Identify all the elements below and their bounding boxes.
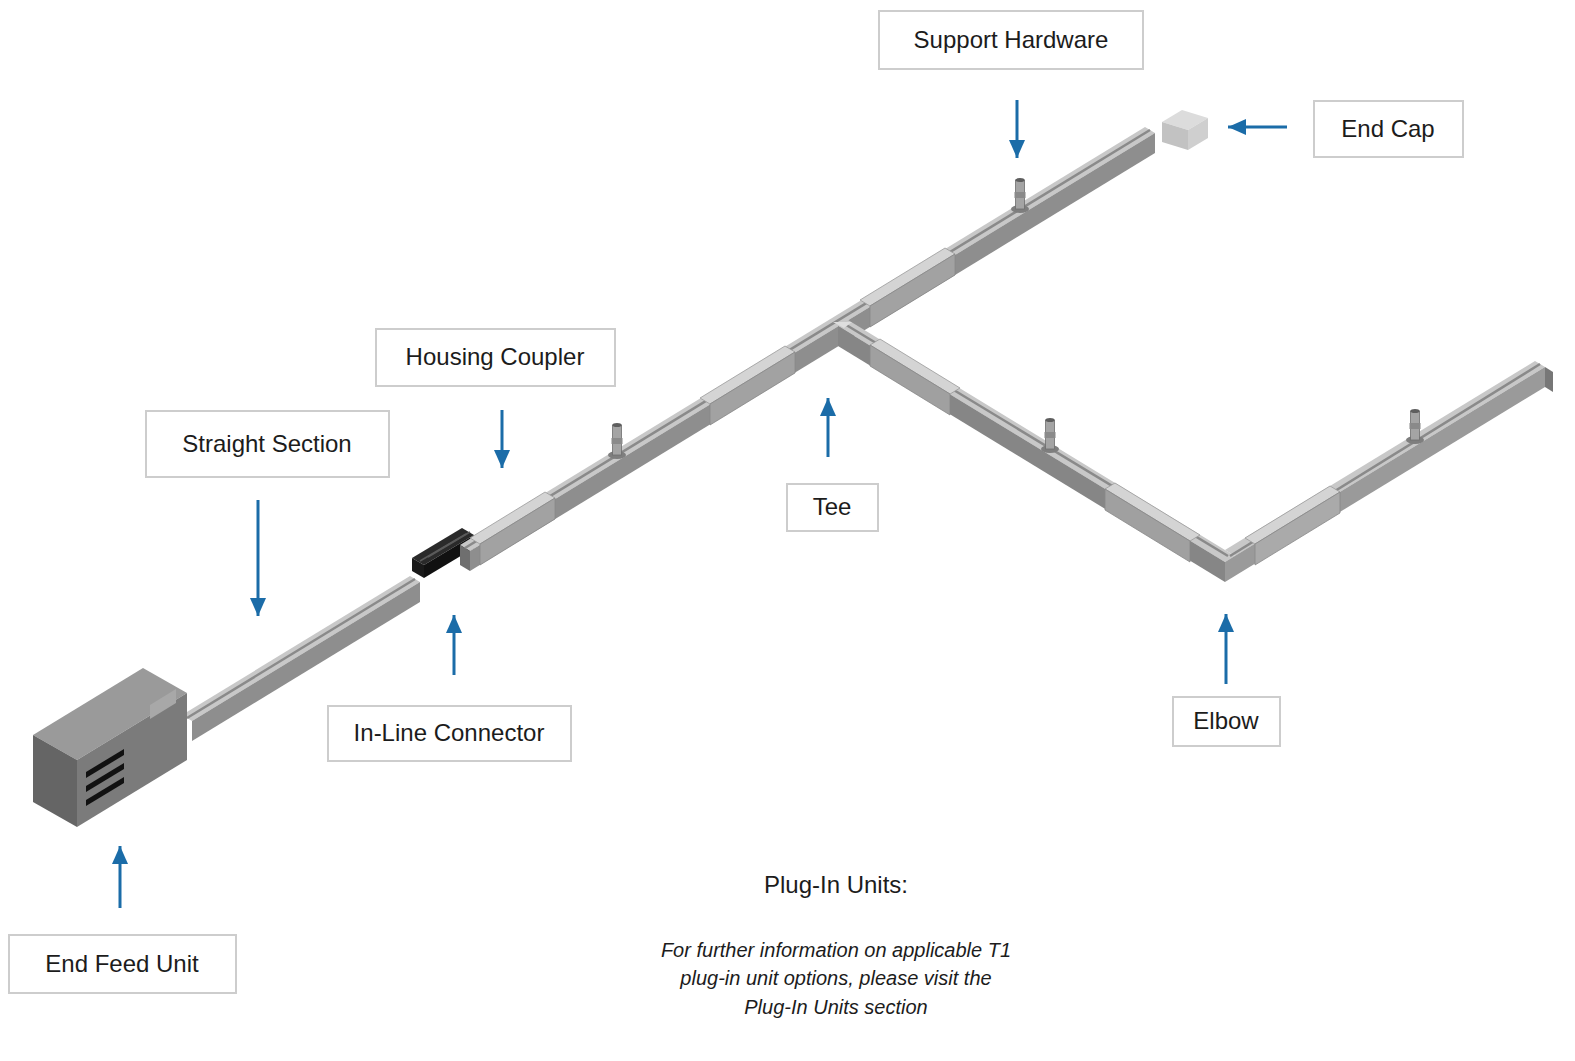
callout-label: Housing Coupler [406, 343, 585, 372]
coupler-side [1255, 492, 1340, 565]
connector-end [412, 558, 424, 578]
leader-arrow [501, 410, 504, 468]
bar-side [838, 326, 1225, 582]
feed-busbar [86, 749, 124, 778]
leader-arrow [453, 615, 456, 675]
pin-nut [612, 438, 623, 444]
connector-ridge [420, 534, 466, 561]
pin-nut [1410, 423, 1421, 429]
feed-busbar [86, 763, 124, 792]
callout-box: End Cap [1313, 100, 1464, 158]
leader-arrow [827, 398, 830, 457]
callout-box: Tee [786, 483, 879, 532]
leader-arrow [1016, 100, 1019, 158]
coupler-side [870, 254, 955, 327]
pin-top [1016, 178, 1025, 182]
bar-slot [1230, 364, 1540, 556]
leader-arrow [1225, 614, 1228, 684]
pin-nut [1015, 192, 1026, 198]
feed-box-side [33, 735, 77, 827]
bar-top [838, 320, 1235, 562]
feed-box-front [77, 693, 187, 827]
coupler-side [480, 498, 555, 565]
section-heading: Plug-In Units: [656, 871, 1016, 900]
leader-arrow [119, 846, 122, 908]
coupler-side [870, 345, 950, 415]
coupler-side [710, 352, 795, 425]
callout-label: Straight Section [182, 430, 351, 459]
callout-label: End Feed Unit [45, 950, 198, 979]
endcap-side [1162, 122, 1188, 150]
pin-rod [1411, 411, 1420, 440]
callout-box: Housing Coupler [375, 328, 616, 387]
endcap-side [1188, 118, 1208, 150]
leader-arrow [257, 500, 260, 616]
pin-rod [613, 425, 622, 455]
callout-label: Elbow [1193, 707, 1258, 736]
tee-joint [833, 322, 852, 328]
feed-flange [150, 689, 176, 719]
bar-top [182, 576, 420, 721]
bar-slot [843, 323, 1228, 556]
note-text: For further information on applicable T1… [659, 936, 1014, 1021]
pin-top [1046, 418, 1055, 422]
bar-slot [187, 579, 415, 718]
pin-rod [1046, 420, 1055, 449]
bar-end [460, 545, 470, 571]
callout-box: Elbow [1172, 696, 1281, 747]
bar-side [1225, 367, 1545, 582]
pin-top [1411, 409, 1420, 413]
callout-label: In-Line Connector [354, 719, 545, 748]
pin-rod [1016, 180, 1025, 209]
callout-box: Support Hardware [878, 10, 1144, 70]
bar-top [1225, 361, 1545, 556]
bar-end [1545, 367, 1553, 392]
pin-top [613, 423, 622, 427]
callout-box: Straight Section [145, 410, 390, 478]
callout-box: End Feed Unit [8, 934, 237, 994]
callout-label: Support Hardware [914, 26, 1109, 55]
callout-box: In-Line Connector [327, 705, 572, 762]
callout-label: End Cap [1341, 115, 1434, 144]
callout-label: Tee [813, 493, 852, 522]
coupler-side [1105, 489, 1190, 562]
leader-arrow [1228, 126, 1287, 129]
feed-busbar [86, 777, 124, 806]
pin-nut [1045, 432, 1056, 438]
